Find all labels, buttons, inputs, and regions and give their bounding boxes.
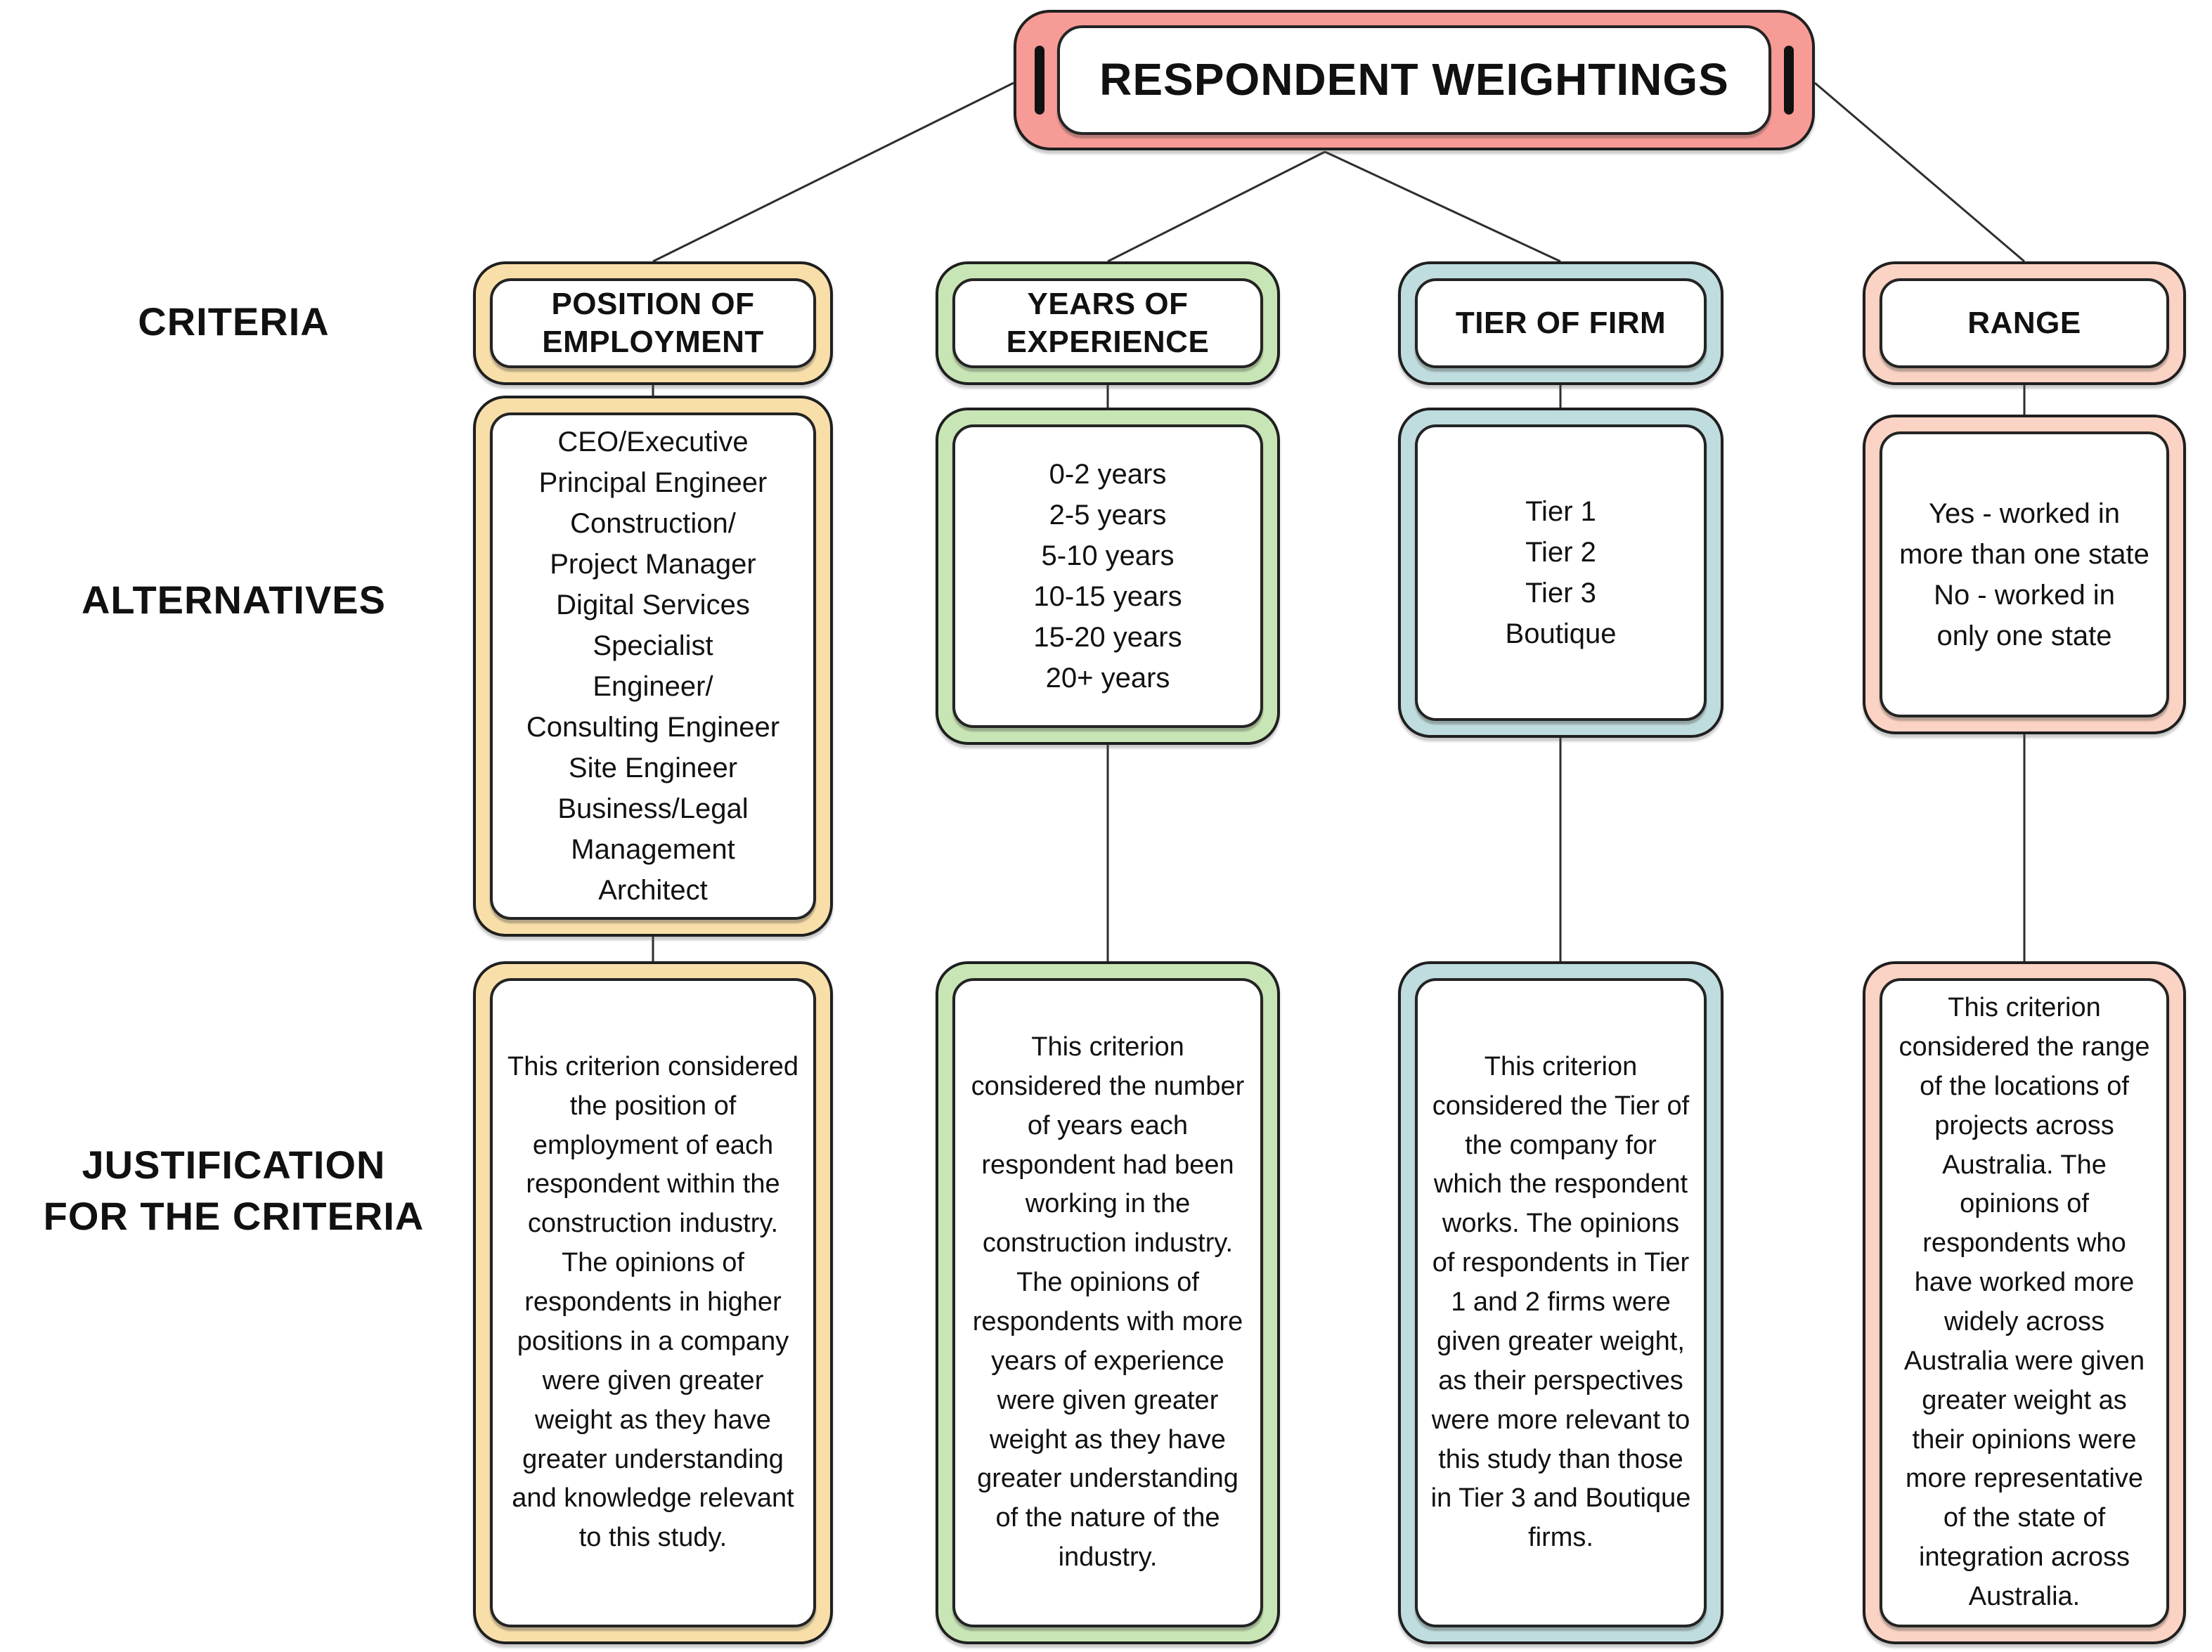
- row-label-justification: JUSTIFICATION FOR THE CRITERIA: [43, 1143, 425, 1238]
- criteria-box-range: RANGE: [1863, 261, 2186, 385]
- criteria-box-years-of-experience: YEARS OF EXPERIENCE: [936, 261, 1280, 385]
- justification-box-years-of-experience: This criterion considered the number of …: [936, 961, 1280, 1644]
- justification-box-tier-of-firm: This criterion considered the Tier of th…: [1398, 961, 1723, 1644]
- diagram-title: RESPONDENT WEIGHTINGS: [1099, 54, 1729, 105]
- justification-box-position-of-employment: This criterion considered the position o…: [473, 961, 833, 1644]
- justification-text: This criterion considered the position o…: [507, 1051, 798, 1553]
- justification-text: This criterion considered the Tier of th…: [1430, 1051, 1691, 1553]
- justification-box-range: This criterion considered the range of t…: [1863, 961, 2186, 1644]
- criteria-box-position-of-employment: POSITION OF EMPLOYMENT: [473, 261, 833, 385]
- title-accent-bar-right: [1784, 46, 1794, 115]
- row-label-criteria: CRITERIA: [138, 299, 330, 344]
- criteria-heading: YEARS OF EXPERIENCE: [1006, 287, 1210, 359]
- criteria-heading: POSITION OF EMPLOYMENT: [542, 287, 764, 359]
- title-accent-bar-left: [1035, 46, 1044, 115]
- row-label-alternatives: ALTERNATIVES: [81, 578, 387, 622]
- criteria-heading: TIER OF FIRM: [1455, 306, 1667, 341]
- title-box: RESPONDENT WEIGHTINGS: [1014, 10, 1815, 150]
- justification-text: This criterion considered the range of t…: [1899, 993, 2150, 1612]
- criteria-box-tier-of-firm: TIER OF FIRM: [1398, 261, 1723, 385]
- criteria-heading: RANGE: [1967, 306, 2081, 341]
- justification-text: This criterion considered the number of …: [971, 1032, 1245, 1573]
